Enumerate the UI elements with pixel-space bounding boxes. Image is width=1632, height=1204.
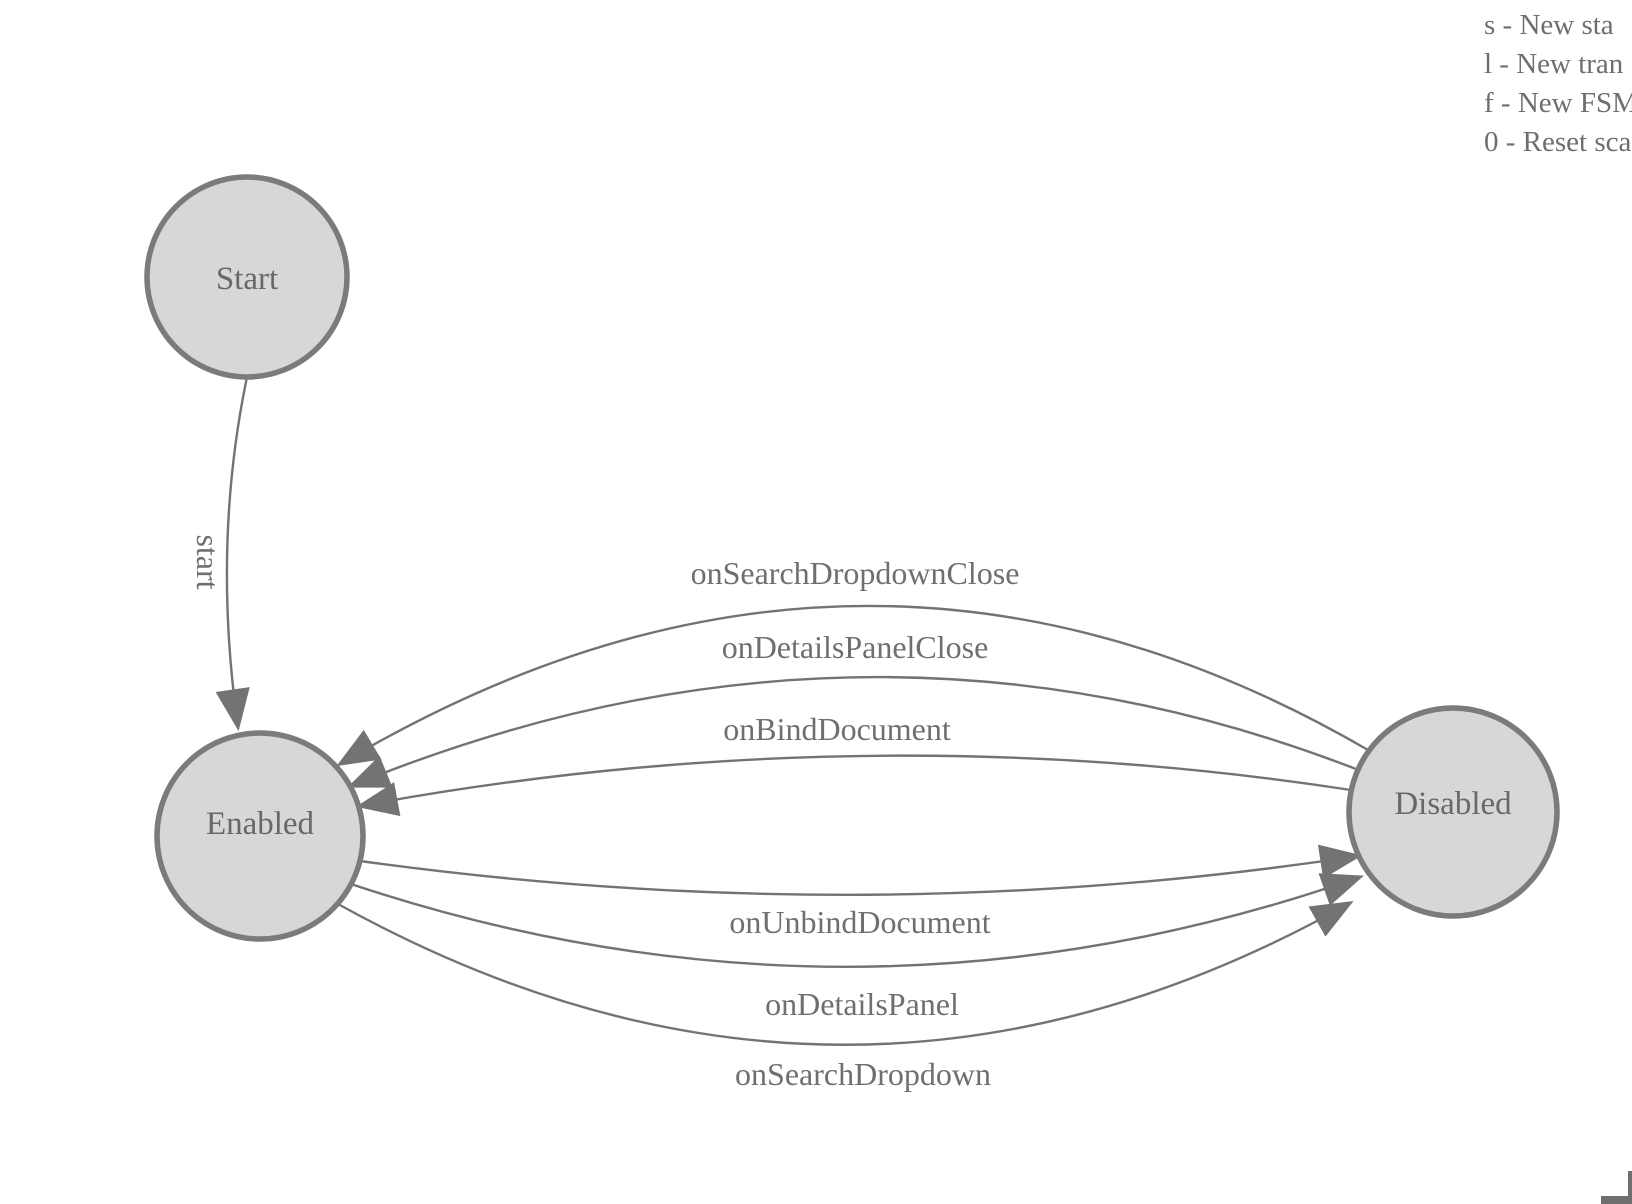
- edge-label-onUnbindDocument: onUnbindDocument: [729, 904, 990, 940]
- edge-label-onDetailsPanelClose: onDetailsPanelClose: [722, 629, 989, 665]
- state-circle-enabled[interactable]: [154, 730, 366, 942]
- state-label-start: Start: [216, 261, 278, 297]
- edge-label-onBindDocument: onBindDocument: [723, 711, 951, 747]
- legend-line-new-fsm: f - New FSM: [1484, 87, 1632, 119]
- edge-onSearchDropdown[interactable]: [337, 900, 1354, 1046]
- edge-onDetailsPanelClose[interactable]: [347, 675, 1357, 788]
- edge-onBindDocument[interactable]: [355, 754, 1352, 817]
- state-node-enabled[interactable]: Enabled: [154, 730, 366, 942]
- edge-label-onDetailsPanel: onDetailsPanel: [765, 986, 959, 1022]
- edge-onUnbindDocument[interactable]: [359, 844, 1363, 896]
- edge-label-onSearchDropdown: onSearchDropdown: [735, 1056, 991, 1092]
- state-label-enabled: Enabled: [206, 806, 315, 842]
- legend-line-reset-scale: 0 - Reset sca: [1484, 126, 1632, 158]
- state-node-disabled[interactable]: Disabled: [1346, 705, 1560, 919]
- edge-onSearchDropdownClose[interactable]: [336, 604, 1369, 767]
- legend-line-new-state: s - New sta: [1484, 9, 1614, 41]
- edge-onDetailsPanel[interactable]: [350, 873, 1364, 968]
- hotkey-legend: s - New sta l - New tran f - New FSM 0 -…: [1484, 6, 1632, 162]
- corner-resize-handle[interactable]: [1601, 1171, 1632, 1204]
- state-label-disabled: Disabled: [1394, 786, 1512, 822]
- legend-line-new-transition: l - New tran: [1484, 48, 1624, 80]
- edge-label-onSearchDropdownClose: onSearchDropdownClose: [691, 555, 1020, 591]
- edge-start-to-enabled[interactable]: [215, 376, 250, 732]
- edge-label-start: start: [190, 534, 226, 589]
- state-circle-disabled[interactable]: [1346, 705, 1560, 919]
- state-circle-start[interactable]: [144, 174, 350, 380]
- state-node-start[interactable]: Start: [144, 174, 350, 380]
